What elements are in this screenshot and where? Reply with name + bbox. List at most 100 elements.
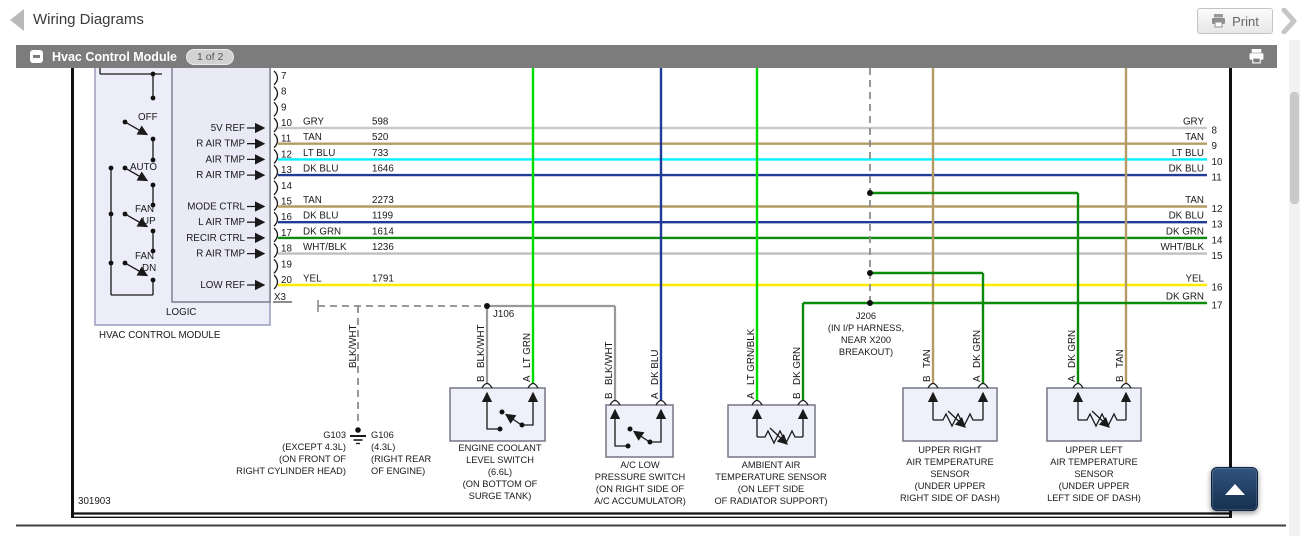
wire-color-label: TAN bbox=[303, 195, 322, 206]
minus-icon bbox=[33, 55, 40, 58]
wire-color-label-right: DK GRN bbox=[1166, 292, 1204, 303]
up-arrow-icon bbox=[1224, 483, 1245, 495]
scroll-to-top-button[interactable] bbox=[1211, 467, 1258, 511]
wire-color-label: GRY bbox=[303, 117, 325, 128]
vertical-wires bbox=[531, 68, 1207, 400]
junction-j206-label: BREAKOUT) bbox=[839, 347, 893, 357]
wire-color-label-right: TAN bbox=[1185, 132, 1204, 143]
connector-label: X3 bbox=[274, 292, 287, 303]
component-caption-line: (6.6L) bbox=[488, 467, 512, 477]
pin-number: 13 bbox=[281, 165, 292, 176]
pin-number: 10 bbox=[281, 118, 292, 129]
switch-wire bbox=[614, 420, 626, 447]
wire-circuit-number: 2273 bbox=[372, 195, 394, 206]
page-title: Wiring Diagrams bbox=[33, 11, 144, 28]
print-label: Print bbox=[1232, 13, 1259, 29]
pin-number: 16 bbox=[281, 212, 292, 223]
terminal-letter: B bbox=[792, 392, 803, 399]
terminal-wire-color: DK GRN bbox=[792, 347, 803, 385]
component-caption-line: (ON BOTTOM OF bbox=[463, 479, 538, 489]
forward-button[interactable] bbox=[1280, 7, 1298, 35]
pin-arc bbox=[273, 180, 279, 196]
component-caption-line: TEMPERATURE SENSOR bbox=[715, 472, 827, 482]
pin-function-label: RECIR CTRL bbox=[186, 233, 245, 244]
switch-wire bbox=[650, 420, 662, 443]
terminal-letter: B bbox=[922, 375, 933, 382]
resistor-zigzag bbox=[933, 412, 983, 428]
component-caption-line: SENSOR bbox=[930, 469, 970, 479]
switch-label-fan: FAN bbox=[135, 204, 154, 215]
terminal-letter: A bbox=[1067, 375, 1078, 382]
pin-number: 15 bbox=[281, 197, 292, 208]
thermistor-arrow bbox=[947, 410, 966, 428]
scrollbar-thumb[interactable] bbox=[1290, 92, 1299, 204]
wire-color-label-right: WHT/BLK bbox=[1160, 242, 1204, 253]
horizontal-wires bbox=[278, 126, 1207, 287]
print-button[interactable]: Print bbox=[1197, 8, 1273, 34]
wire-color-label-right: DK GRN bbox=[1166, 226, 1204, 237]
terminal-letter: B bbox=[476, 375, 487, 382]
logic-box bbox=[171, 68, 271, 303]
component-box bbox=[727, 404, 816, 458]
pin-function-label: R AIR TMP bbox=[196, 170, 245, 181]
collapse-section-button[interactable] bbox=[30, 50, 43, 63]
pin-number: 11 bbox=[281, 134, 291, 145]
switch-label-dn: DN bbox=[142, 263, 156, 274]
component-caption-line: LEVEL SWITCH bbox=[466, 455, 534, 465]
right-pin-number: 13 bbox=[1212, 220, 1223, 231]
terminal-wire-color: LT GRN/BLK bbox=[746, 328, 757, 385]
ground-symbol bbox=[350, 427, 366, 445]
right-pin-number: 8 bbox=[1212, 126, 1218, 137]
pin-function-label: LOW REF bbox=[200, 280, 245, 291]
component-caption-line: AIR TEMPERATURE bbox=[906, 457, 993, 467]
component-caption-line: PRESSURE SWITCH bbox=[595, 472, 685, 482]
printer-icon bbox=[1212, 14, 1226, 28]
junction-j106-label: J106 bbox=[493, 309, 515, 320]
pin-arc bbox=[273, 211, 279, 227]
pin-function-label: L AIR TMP bbox=[198, 217, 245, 228]
wire-color-label-right: LT BLU bbox=[1172, 148, 1204, 159]
pin-arc bbox=[273, 133, 279, 149]
terminal-arc bbox=[655, 399, 667, 406]
junction-j206-label: (IN I/P HARNESS, bbox=[828, 323, 904, 333]
pin-arc bbox=[273, 148, 279, 164]
terminal-letter: A bbox=[746, 392, 757, 399]
pin-function-label: AIR TMP bbox=[205, 154, 245, 165]
hvac-control-module: OFF AUTO FAN UP FAN DN LOGIC HVAC CONTRO… bbox=[94, 68, 292, 341]
resistor-zigzag bbox=[1078, 412, 1126, 428]
forward-arrow-icon bbox=[1281, 7, 1297, 35]
ground-label-g103: G103 bbox=[323, 430, 346, 440]
switch-wire bbox=[522, 403, 534, 426]
pin-arc bbox=[273, 243, 279, 259]
component-box bbox=[449, 387, 546, 442]
component-caption-line: ENGINE COOLANT bbox=[458, 443, 541, 453]
scrollbar[interactable] bbox=[1289, 40, 1300, 536]
back-arrow-icon bbox=[10, 9, 24, 31]
wire-circuit-number: 1614 bbox=[372, 226, 394, 237]
pin-number: 8 bbox=[281, 87, 287, 98]
pin-function-label: 5V REF bbox=[211, 123, 245, 134]
ground-label-g106: (4.3L) bbox=[371, 442, 395, 452]
wire-color-label: TAN bbox=[303, 132, 322, 143]
ground-label-g106: G106 bbox=[371, 430, 394, 440]
contact-dot bbox=[497, 426, 503, 432]
terminal-arc bbox=[751, 399, 763, 406]
ground-label-g106: OF ENGINE) bbox=[371, 466, 425, 476]
resistor-zigzag bbox=[757, 429, 803, 445]
pin-function-label: R AIR TMP bbox=[196, 139, 245, 150]
terminal-wire-color: TAN bbox=[1115, 349, 1126, 368]
terminal-letter: A bbox=[650, 392, 661, 399]
pin-arc bbox=[273, 164, 279, 180]
wire-color-label-right: GRY bbox=[1183, 117, 1205, 128]
terminal-wire-color: BLK/WHT bbox=[604, 341, 615, 385]
module-name-label: HVAC CONTROL MODULE bbox=[99, 330, 221, 341]
pin-arc bbox=[273, 86, 279, 102]
right-pin-number: 17 bbox=[1212, 301, 1223, 312]
component-caption-line: (UNDER UPPER bbox=[915, 481, 986, 491]
section-print-button[interactable] bbox=[1248, 49, 1265, 64]
wire-circuit-number: 1236 bbox=[372, 242, 394, 253]
wire-circuit-number: 520 bbox=[372, 132, 389, 143]
terminal-letter: B bbox=[604, 392, 615, 399]
pin-function-label: MODE CTRL bbox=[187, 202, 245, 213]
